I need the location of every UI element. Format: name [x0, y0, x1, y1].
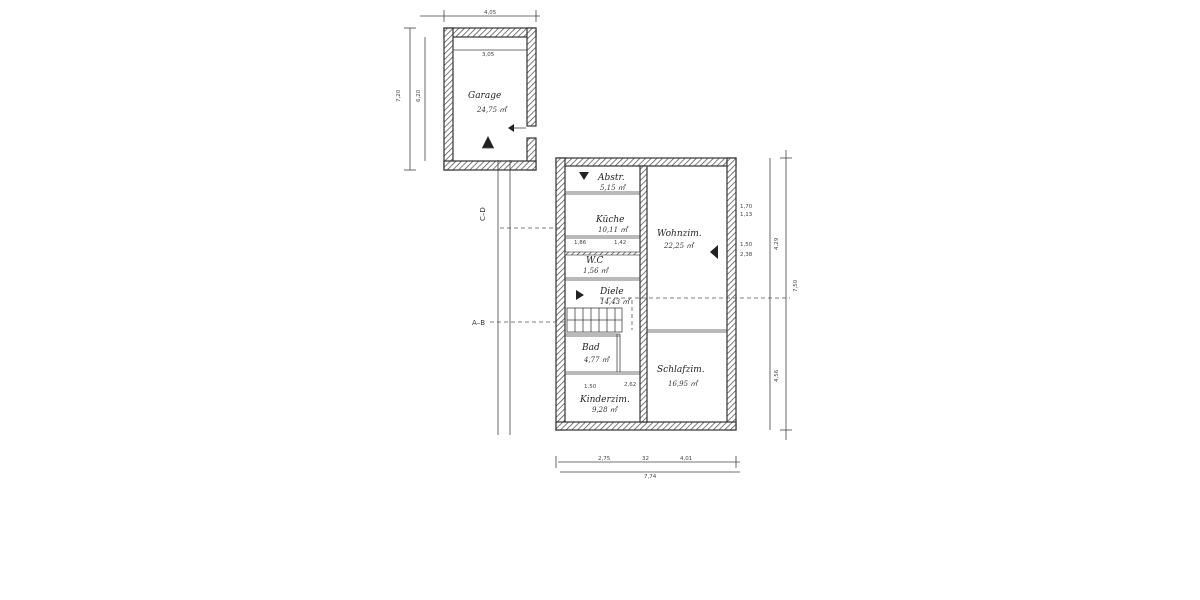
dimension-lines [404, 10, 792, 473]
dim-bottom-mid: 32 [642, 456, 649, 462]
diele-label: Diele [599, 287, 624, 297]
dim-wohn-window-2: 1,13 [740, 212, 753, 218]
dim-kinder-width: 2,62 [624, 382, 636, 388]
dim-wohn-door-2: 2,38 [740, 252, 753, 258]
dim-right-upper: 4,29 [774, 237, 780, 250]
kinderzim-label: Kinderzim. [579, 395, 630, 405]
wohnzim-area: 22,25 ㎡ [663, 241, 695, 250]
dim-right-lower: 4,56 [774, 369, 780, 382]
schlafzim-area: 16,95 ㎡ [668, 379, 699, 388]
interior-partitions [564, 191, 727, 375]
kueche-label: Küche [595, 215, 625, 225]
section-cd-label: C–D [479, 207, 487, 221]
garage-marker-icon [482, 136, 494, 148]
schlafzim-label: Schlafzim. [657, 365, 705, 375]
dim-garage-height-inner: 6,20 [416, 89, 422, 102]
garage-label: Garage [468, 91, 501, 101]
staircase [566, 307, 623, 333]
diele-area: 14,43 ㎡ [600, 297, 631, 306]
kinderzim-area: 9,28 ㎡ [592, 405, 619, 414]
house-walls [555, 157, 737, 431]
bad-area: 4,77 ㎡ [583, 355, 611, 364]
dim-garage-width-inner: 3,05 [482, 52, 495, 58]
room-labels: Garage 24,75 ㎡ Abstr. 5,15 ㎡ Küche 10,11… [468, 91, 705, 414]
dim-diele-span1: 1,86 [574, 240, 587, 246]
elevation-markers [482, 124, 718, 300]
dim-bad-width: 1,50 [584, 384, 597, 390]
dim-right-total: 7,50 [793, 279, 799, 292]
dim-total-width: 7,74 [644, 474, 657, 480]
garage-walls [443, 27, 537, 171]
dim-wohn-window-1: 1,70 [740, 204, 753, 210]
dimension-labels: 4,05 3,05 7,20 6,20 7,74 2,75 32 4,01 7,… [396, 10, 799, 480]
wohnzim-label: Wohnzim. [657, 229, 702, 239]
dim-bottom-left: 2,75 [598, 456, 611, 462]
section-ab-label: A–B [472, 319, 485, 327]
diele-marker-icon [576, 290, 584, 300]
garage-door-arrow-icon [508, 124, 514, 132]
abstell-label: Abstr. [597, 173, 625, 183]
section-lines [490, 227, 790, 330]
dim-bottom-right: 4,01 [680, 456, 692, 462]
dim-diele-span2: 1,42 [614, 240, 626, 246]
garage-area: 24,75 ㎡ [476, 105, 508, 114]
section-labels: C–D A–B [472, 207, 487, 327]
dim-garage-width-outer: 4,05 [484, 10, 497, 16]
dim-garage-height: 7,20 [396, 89, 402, 102]
wc-area: 1,56 ㎡ [583, 266, 610, 275]
abstell-area: 5,15 ㎡ [600, 183, 627, 192]
abstell-marker-icon [579, 172, 589, 180]
bad-label: Bad [581, 343, 600, 353]
wohnzim-marker-icon [710, 245, 718, 259]
kueche-area: 10,11 ㎡ [598, 225, 629, 234]
wc-label: W.C [586, 256, 604, 266]
dim-wohn-door-1: 1,50 [740, 242, 753, 248]
